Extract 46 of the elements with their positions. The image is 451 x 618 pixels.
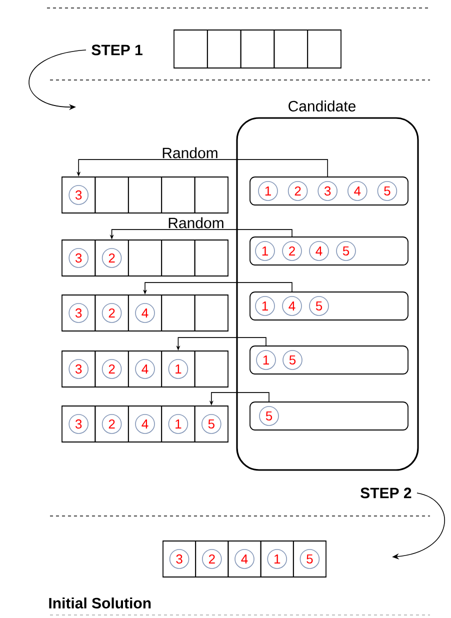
number-cell: 3 (62, 350, 96, 388)
empty-cell (128, 176, 162, 214)
candidate-row: 5 (250, 402, 408, 430)
empty-cell (161, 176, 196, 214)
empty-cell (194, 350, 228, 388)
number-cell: 1 (161, 350, 196, 388)
empty-cell (274, 30, 308, 68)
number-cell: 4 (228, 540, 262, 578)
candidate-row: 1 5 (250, 346, 408, 374)
number-cell: 2 (195, 540, 229, 578)
candidate-row: 1 2 4 5 (250, 236, 408, 266)
empty-cell (307, 30, 342, 68)
edge-label: Random (167, 216, 225, 229)
number-cell: 3 (62, 294, 96, 332)
number-cell: 2 (94, 350, 129, 388)
number-cell: 4 (128, 294, 162, 332)
candidate-row: 1 4 5 (250, 292, 408, 320)
empty-cell (94, 176, 129, 214)
empty-cell (161, 294, 196, 332)
number-cell: 4 (128, 406, 162, 442)
empty-cell (174, 30, 208, 68)
number-cell: 2 (94, 240, 129, 276)
empty-cell (206, 30, 242, 68)
number-cell: 3 (62, 406, 96, 442)
step-label: STEP 2 (360, 488, 412, 498)
number-cell: 1 (161, 406, 196, 442)
number-cell: 3 (62, 240, 96, 276)
empty-cell (128, 240, 162, 276)
number-cell: 2 (94, 294, 129, 332)
number-cell: 3 (62, 176, 96, 214)
number-cell: 3 (162, 540, 196, 578)
caption-text: Initial Solution (49, 598, 151, 608)
number-cell: 2 (94, 406, 129, 442)
node-label: Candidate (288, 100, 356, 112)
candidate-row: 1 2 3 4 5 (250, 176, 408, 206)
number-cell: 5 (194, 406, 228, 442)
empty-cell (161, 240, 196, 276)
edge-label: Random (161, 146, 219, 159)
number-cell: 4 (128, 350, 162, 388)
number-cell: 5 (292, 540, 326, 578)
empty-cell (194, 176, 228, 214)
number-cell: 1 (260, 540, 294, 578)
empty-cell (194, 294, 228, 332)
empty-cell (240, 30, 275, 68)
step-label: STEP 1 (92, 44, 142, 56)
empty-cell (194, 240, 228, 276)
